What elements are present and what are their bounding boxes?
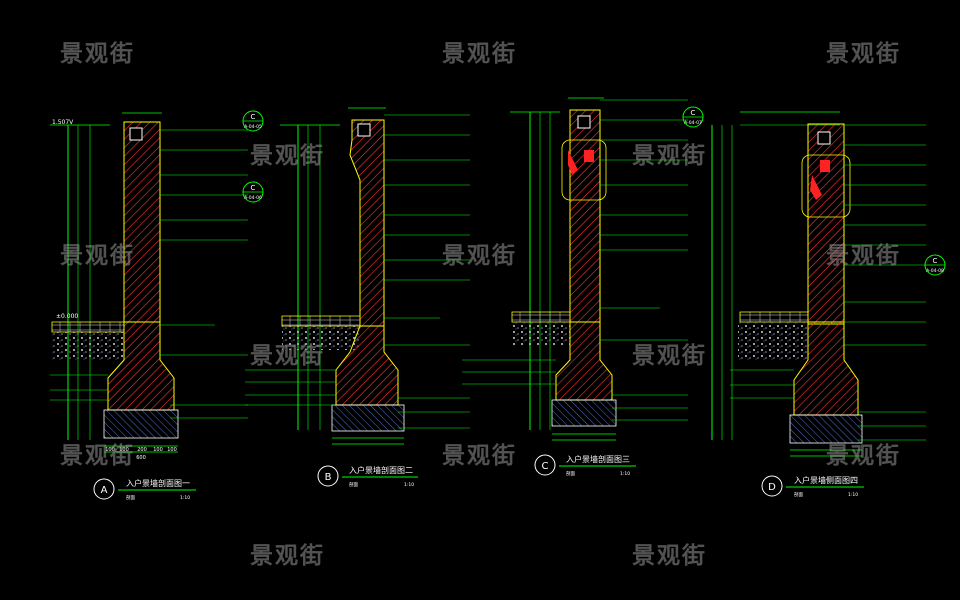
watermark: 景观街 (826, 243, 901, 269)
watermark: 景观街 (632, 543, 707, 569)
level-mark-top: 1.507V (52, 119, 74, 126)
section-c-drawing (462, 97, 688, 441)
watermark: 景观街 (826, 41, 901, 67)
callout-letter: C (251, 184, 256, 192)
watermark: 景观街 (442, 41, 517, 67)
callout-sheet: A-04-05 (244, 124, 262, 130)
watermark: 景观街 (250, 143, 325, 169)
watermark: 景观街 (60, 243, 135, 269)
section-id: C (542, 461, 549, 472)
section-id: B (325, 472, 332, 483)
level-mark-ground: ±0.000 (56, 313, 78, 320)
callout-ref-3[interactable]: C A-04-07 (682, 106, 704, 128)
dimension-row-a: 100 100 200 100 100 600 (105, 447, 177, 461)
section-subtitle: 剖面 (794, 491, 803, 498)
section-subtitle: 剖面 (349, 481, 358, 488)
dimension-label: 100 (105, 447, 115, 453)
watermark: 景观街 (60, 41, 135, 67)
callout-sheet: A-04-07 (684, 120, 702, 126)
section-a-title[interactable]: A 入户景墙剖面图一 剖面 1:10 (93, 478, 196, 501)
callout-letter: C (251, 113, 256, 121)
section-id: A (101, 485, 108, 496)
callout-letter: C (933, 257, 938, 265)
watermark: 景观街 (632, 343, 707, 369)
watermark: 景观街 (826, 443, 901, 469)
watermark: 景观街 (60, 443, 135, 469)
watermark: 景观街 (250, 543, 325, 569)
watermark: 景观街 (250, 343, 325, 369)
level-text: 1.507V (52, 119, 74, 126)
section-scale: 1:10 (404, 482, 414, 488)
watermark: 景观街 (442, 243, 517, 269)
section-d-title[interactable]: D 入户景墙侧面图四 剖面 1:10 (761, 475, 864, 498)
section-subtitle: 剖面 (126, 494, 135, 501)
section-title: 入户景墙剖面图一 (126, 478, 190, 488)
callout-sheet: A-04-08 (926, 268, 944, 274)
section-scale: 1:10 (848, 492, 858, 498)
dimension-label: 100 (153, 447, 163, 453)
section-b-title[interactable]: B 入户景墙剖面图二 剖面 1:10 (317, 465, 418, 488)
dimension-total: 600 (136, 455, 146, 461)
section-a-drawing (50, 112, 248, 453)
dimension-label: 100 (167, 447, 177, 453)
section-b-drawing (245, 107, 470, 445)
section-c-title[interactable]: C 入户景墙剖面图三 剖面 1:10 (534, 454, 636, 477)
section-scale: 1:10 (180, 495, 190, 501)
callout-ref-4[interactable]: C A-04-08 (924, 254, 946, 276)
callout-ref-1[interactable]: C A-04-05 (242, 110, 264, 132)
level-text: ±0.000 (56, 313, 78, 320)
section-d-drawing (711, 111, 926, 457)
dimension-label: 200 (137, 447, 147, 453)
section-title: 入户景墙剖面图三 (566, 454, 630, 464)
callout-ref-2[interactable]: C A-04-06 (242, 181, 264, 203)
watermark: 景观街 (632, 143, 707, 169)
dimension-label: 100 (119, 447, 129, 453)
watermark: 景观街 (442, 443, 517, 469)
section-id: D (768, 482, 776, 493)
callout-letter: C (691, 109, 696, 117)
section-scale: 1:10 (620, 471, 630, 477)
section-subtitle: 剖面 (566, 470, 575, 477)
section-title: 入户景墙侧面图四 (794, 475, 858, 485)
callout-sheet: A-04-06 (244, 195, 262, 201)
section-title: 入户景墙剖面图二 (349, 465, 413, 475)
